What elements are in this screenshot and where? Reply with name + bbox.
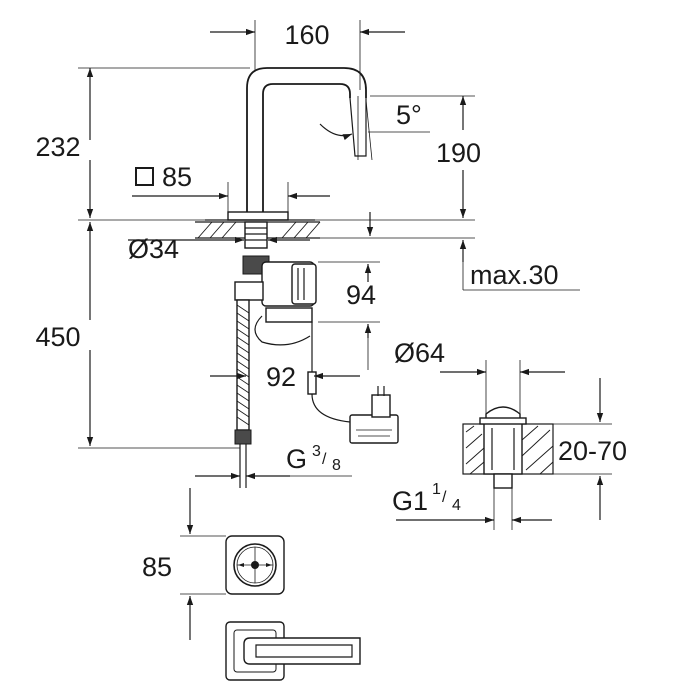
label-waste-thickness: 20-70	[558, 436, 627, 466]
dim-waste-thread: G1 1 / 4	[392, 481, 552, 530]
faucet-spout	[246, 67, 367, 212]
label-spout-reach: 160	[284, 20, 329, 50]
fraction-slash-2: /	[442, 489, 447, 506]
fraction-slash: /	[322, 451, 327, 468]
label-plan-square: 85	[142, 552, 172, 582]
dim-waste-thickness: 20-70	[553, 378, 627, 520]
plan-view-base	[225, 535, 285, 595]
label-mixer-body: 94	[346, 280, 376, 310]
label-connection-sup: 3	[312, 443, 321, 460]
label-waste-thread: G1	[392, 486, 428, 516]
label-hole-diameter: Ø34	[128, 234, 179, 264]
dim-connection-thread: G 3 / 8	[195, 443, 352, 480]
label-hose-length: 450	[35, 322, 80, 352]
dim-mixer-body: 94	[318, 261, 380, 370]
mounting-shank	[242, 221, 270, 275]
square-symbol	[135, 167, 154, 186]
label-connection: G	[286, 444, 307, 474]
power-adapter	[307, 322, 399, 444]
dim-hole-diameter: Ø34	[128, 234, 310, 264]
label-max-thickness: max.30	[470, 260, 559, 290]
label-waste-thread-sub: 4	[452, 497, 461, 514]
faucet-base	[205, 211, 315, 221]
plan-view-spout	[225, 621, 361, 681]
label-waste-thread-sup: 1	[432, 481, 441, 498]
braided-hose	[234, 299, 252, 488]
control-box	[234, 261, 317, 346]
dim-spout-height: 190	[290, 95, 481, 221]
dim-base-square: 85	[132, 162, 330, 214]
dim-hose-length: 450	[35, 219, 240, 449]
dim-plan-square: 85	[142, 488, 226, 640]
label-box-offset: 92	[266, 362, 296, 392]
dim-waste-diameter: Ø64	[394, 338, 565, 414]
label-spout-height: 190	[436, 138, 481, 168]
label-connection-sub: 8	[332, 457, 341, 474]
dim-spout-reach: 160	[210, 20, 405, 90]
label-spout-angle: 5°	[396, 100, 422, 130]
label-waste-diameter: Ø64	[394, 338, 445, 368]
dim-max-thickness: max.30	[320, 212, 580, 291]
label-total-height: 232	[35, 132, 80, 162]
dim-total-height: 232	[35, 67, 250, 218]
dim-spout-angle: 5°	[319, 96, 430, 161]
waste-fitting	[462, 406, 554, 489]
label-base-square: 85	[162, 162, 192, 192]
dim-box-offset: 92	[210, 362, 360, 392]
